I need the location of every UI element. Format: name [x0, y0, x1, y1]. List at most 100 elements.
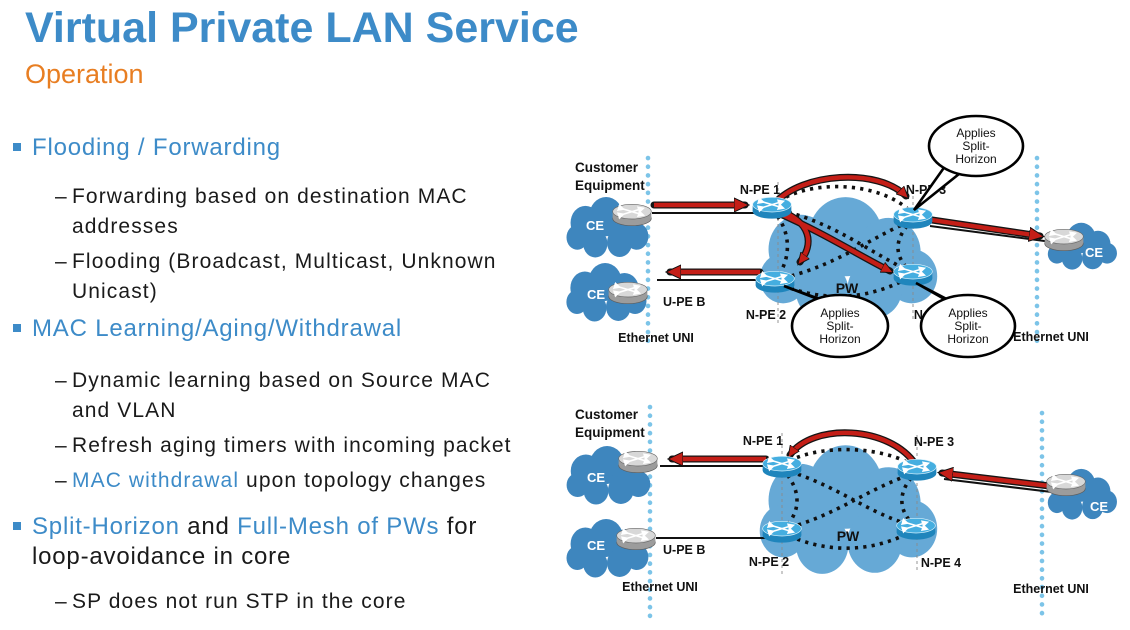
n-pe-4-label: N-PE 4	[921, 556, 961, 570]
traffic-arrows	[672, 429, 1062, 491]
red-arrow-npe3-to-ce	[931, 217, 1040, 236]
bubble-body	[790, 293, 890, 359]
ethernet-uni-label: Ethernet UNI	[622, 580, 698, 594]
npe4-router-icon	[897, 518, 936, 539]
n-pe-2-label: N-PE 2	[746, 308, 786, 322]
bullet-mac-learning: MAC Learning/Aging/Withdrawal	[13, 314, 512, 344]
ce-label: CE	[587, 470, 605, 485]
n-pe-1-label: N-PE 1	[740, 183, 780, 197]
pw-link	[781, 527, 917, 550]
svg-text:Split-: Split-	[826, 319, 853, 333]
highlight-split-horizon: Split-Horizon	[32, 513, 180, 540]
diagram-vpls-split-horizon: Customer Equipment	[566, 114, 1117, 359]
bubble-body	[927, 114, 1025, 178]
npe3-router-icon	[894, 207, 933, 228]
ethernet-uni-label: Ethernet UNI	[1013, 330, 1089, 344]
n-pe-1-label: N-PE 1	[743, 434, 783, 448]
dash-icon: –	[55, 434, 68, 457]
highlight-mac-withdrawal: MAC withdrawal	[72, 469, 240, 492]
svg-text:Applies: Applies	[820, 306, 859, 320]
svg-text:Split-: Split-	[962, 139, 989, 153]
bullet-square-icon	[13, 522, 21, 530]
bubble-applies-split-horizon-npe2: Applies Split- Horizon	[783, 284, 890, 359]
svg-text:Horizon: Horizon	[947, 332, 988, 346]
highlight-full-mesh: Full-Mesh of PWs	[237, 513, 440, 540]
pw-link	[781, 467, 917, 529]
ce-label: CE	[1090, 499, 1108, 514]
bubble-body	[919, 293, 1017, 359]
svg-text:Horizon: Horizon	[819, 332, 860, 346]
ce-label: CE	[587, 538, 605, 553]
npe3-router-icon	[898, 459, 937, 480]
subbullet-no-stp: – SP does not run STP in the core	[55, 587, 524, 617]
upe-router-icon	[617, 528, 656, 549]
upe-router-icon	[609, 282, 648, 303]
npe2-router-icon	[756, 271, 795, 292]
subbullet-refresh-aging: – Refresh aging timers with incoming pac…	[55, 431, 524, 461]
svg-text:Applies: Applies	[956, 126, 995, 140]
npe2-router-icon	[763, 521, 802, 542]
slide-subtitle: Operation	[25, 59, 144, 89]
dash-icon: –	[55, 469, 68, 492]
subbullet-forwarding-dest-mac: – Forwarding based on destination MAC ad…	[55, 182, 524, 242]
bullet-square-icon	[13, 143, 21, 151]
bullet-split-horizon: Split-Horizon and Full-Mesh of PWs for l…	[13, 512, 512, 572]
customer-equipment-label: Customer	[575, 160, 639, 175]
ce-router-icon	[1045, 229, 1084, 250]
ce-label: CE	[586, 218, 604, 233]
customer-equipment-label: Customer	[575, 407, 639, 422]
subbullet-flooding-types: – Flooding (Broadcast, Multicast, Unknow…	[55, 247, 524, 307]
page-title: Virtual Private LAN Service	[25, 4, 579, 52]
dash-icon: –	[55, 590, 68, 613]
ce-router-icon	[619, 451, 658, 472]
svg-text:Horizon: Horizon	[955, 152, 996, 166]
red-arrow-npe3-to-npe1	[790, 430, 918, 467]
svg-text:Split-: Split-	[954, 319, 981, 333]
bubble-applies-split-horizon-npe3: Applies Split- Horizon	[912, 114, 1025, 212]
ethernet-uni-label: Ethernet UNI	[1013, 582, 1089, 596]
red-arrow-ce-to-npe3	[942, 473, 1059, 490]
subbullet-text: SP does not run STP in the core	[72, 590, 407, 613]
n-pe-2-label: N-PE 2	[749, 555, 789, 569]
bullet-square-icon	[13, 324, 21, 332]
subbullet-text: Flooding (Broadcast, Multicast, Unknown …	[72, 250, 497, 303]
customer-equipment-label: Equipment	[575, 425, 645, 440]
pw-link	[780, 467, 799, 532]
subbullet-mac-withdrawal: – MAC withdrawal upon topology changes	[55, 466, 524, 496]
npe1-router-icon	[753, 197, 792, 218]
subbullet-text: Forwarding based on destination MAC addr…	[72, 185, 468, 238]
npe4-router-icon	[894, 264, 933, 285]
subbullet-text: Dynamic learning based on Source MAC and…	[72, 369, 491, 422]
bubble-applies-split-horizon-npe4: Applies Split- Horizon	[915, 281, 1017, 359]
u-pe-b-label: U-PE B	[663, 295, 705, 309]
ethernet-uni-label: Ethernet UNI	[618, 331, 694, 345]
red-arrow-npe1-to-npe4	[777, 210, 890, 271]
heading-mid: and	[179, 513, 238, 540]
ce-router-icon	[1047, 474, 1086, 495]
wire-ce-npe3	[943, 478, 1061, 494]
dash-icon: –	[55, 250, 68, 273]
bullet-heading: Split-Horizon and Full-Mesh of PWs for l…	[32, 512, 512, 572]
red-arrow-npe1-to-npe3	[772, 175, 906, 206]
bullet-heading: Flooding / Forwarding	[32, 134, 281, 161]
subbullet-text: MAC withdrawal upon topology changes	[72, 466, 524, 496]
bullet-flooding-forwarding: Flooding / Forwarding	[13, 133, 512, 163]
pw-label: PW	[837, 528, 860, 544]
subbullet-text-rest: upon topology changes	[239, 469, 487, 492]
ce-label: CE	[1085, 245, 1103, 260]
pw-link	[770, 184, 915, 216]
pw-link	[781, 470, 918, 532]
u-pe-b-label: U-PE B	[663, 543, 705, 557]
ce-label: CE	[587, 287, 605, 302]
dash-icon: –	[55, 369, 68, 392]
customer-equipment-label: Equipment	[575, 178, 645, 193]
svg-text:Applies: Applies	[948, 306, 987, 320]
npe1-router-icon	[763, 456, 802, 477]
subbullet-text: Refresh aging timers with incoming packe…	[72, 434, 512, 457]
bullet-heading: MAC Learning/Aging/Withdrawal	[32, 315, 403, 342]
pw-label: PW	[836, 280, 859, 296]
heading-rest: for loop-avoidance in core	[32, 513, 478, 570]
diagram-vpls-full-mesh: Customer Equipment	[566, 404, 1117, 626]
dash-icon: –	[55, 185, 68, 208]
